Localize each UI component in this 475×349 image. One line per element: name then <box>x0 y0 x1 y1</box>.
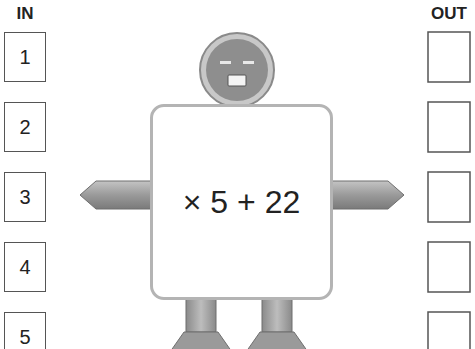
box-text: 2 <box>19 116 30 139</box>
column-heading: IN <box>0 4 50 24</box>
robot-arm <box>80 181 152 209</box>
input-box: 2 <box>4 102 46 152</box>
robot-leg <box>186 298 216 332</box>
robot-leg <box>262 298 292 332</box>
out-box <box>428 32 470 82</box>
box-text: × 5 + 22 <box>183 184 300 221</box>
box-text: 4 <box>19 256 30 279</box>
column-heading: OUT <box>424 4 474 24</box>
robot-head <box>200 33 274 107</box>
robot-face <box>206 39 268 101</box>
robot-foot <box>246 332 308 349</box>
robot-foot <box>170 332 232 349</box>
input-box: 5 <box>4 312 46 349</box>
out-box <box>428 102 470 152</box>
out-box <box>428 242 470 292</box>
input-box: 4 <box>4 242 46 292</box>
box-text: 5 <box>19 326 30 349</box>
box-text: 3 <box>19 186 30 209</box>
box-text: 1 <box>19 46 30 69</box>
input-box: 1 <box>4 32 46 82</box>
robot-eye <box>243 61 254 64</box>
out-box <box>428 312 470 349</box>
out-boxes <box>428 32 470 349</box>
robot-eye <box>220 61 231 64</box>
robot-arm <box>331 181 404 209</box>
robot-mouth <box>228 75 246 86</box>
out-box <box>428 172 470 222</box>
input-box: 3 <box>4 172 46 222</box>
machine-rule-box: × 5 + 22 <box>150 104 333 300</box>
